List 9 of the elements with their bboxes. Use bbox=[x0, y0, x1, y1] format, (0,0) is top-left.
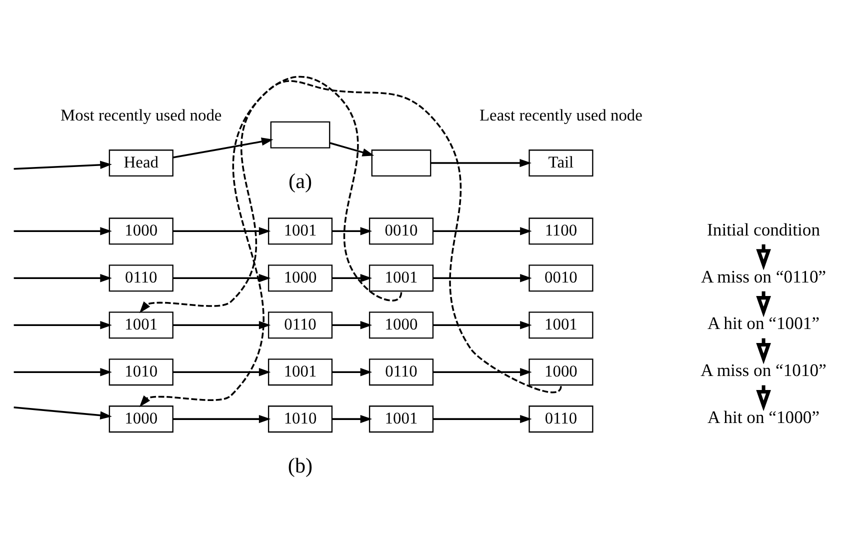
node-label: Least recently used node bbox=[480, 104, 642, 124]
label: (b) bbox=[288, 452, 313, 477]
node-text: A miss on “1010” bbox=[700, 360, 826, 380]
node-text: A hit on “1000” bbox=[708, 406, 820, 427]
node-label: Most recently used node bbox=[60, 104, 222, 124]
node-text: Initial condition bbox=[707, 218, 820, 239]
node-text: A miss on “0110” bbox=[701, 266, 826, 286]
label: (a) bbox=[288, 168, 312, 193]
node-text: A hit on “1001” bbox=[708, 312, 820, 333]
